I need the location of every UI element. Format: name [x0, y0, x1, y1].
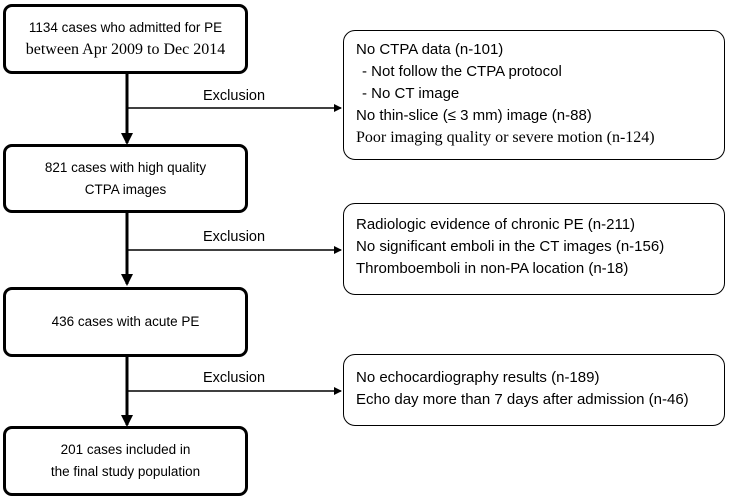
exclusion-1-item-5: Poor imaging quality or severe motion (n…: [356, 129, 655, 146]
exclusion-3-item-2: Echo day more than 7 days after admissio…: [356, 391, 689, 408]
initial-cases-box: 1134 cases who admitted for PE between A…: [3, 4, 248, 74]
exclusion-2-item-2: No significant emboli in the CT images (…: [356, 238, 665, 255]
exclusion-label-3: Exclusion: [203, 370, 266, 386]
high-quality-box: 821 cases with high quality CTPA images: [3, 144, 248, 213]
exclusion-box-1: No CTPA data (n-101) - Not follow the CT…: [343, 30, 725, 160]
exclusion-1-item-2: - Not follow the CTPA protocol: [362, 63, 562, 80]
high-quality-line1: 821 cases with high quality: [44, 159, 207, 175]
exclusion-1-item-1: No CTPA data (n-101): [356, 41, 504, 58]
exclusion-2-item-3: Thromboemboli in non-PA location (n-18): [356, 260, 629, 277]
exclusion-label-1: Exclusion: [203, 88, 266, 104]
exclusion-box-2: Radiologic evidence of chronic PE (n-211…: [343, 203, 725, 295]
final-population-box: 201 cases included in the final study po…: [3, 426, 248, 496]
exclusion-2-item-1: Radiologic evidence of chronic PE (n-211…: [356, 216, 636, 233]
exclusion-label-2: Exclusion: [203, 229, 266, 245]
exclusion-1-item-4: No thin-slice (≤ 3 mm) image (n-88): [356, 107, 592, 124]
exclusion-box-3: No echocardiography results (n-189) Echo…: [343, 354, 725, 426]
exclusion-3-item-1: No echocardiography results (n-189): [356, 369, 600, 386]
high-quality-line2: CTPA images: [84, 181, 167, 197]
acute-pe-line1: 436 cases with acute PE: [51, 314, 200, 329]
initial-cases-line2: between Apr 2009 to Dec 2014: [25, 41, 226, 58]
final-population-line1: 201 cases included in: [60, 442, 191, 457]
initial-cases-line1: 1134 cases who admitted for PE: [28, 20, 223, 35]
exclusion-1-item-3: - No CT image: [362, 85, 460, 102]
final-population-line2: the final study population: [50, 464, 201, 479]
acute-pe-box: 436 cases with acute PE: [3, 287, 248, 357]
